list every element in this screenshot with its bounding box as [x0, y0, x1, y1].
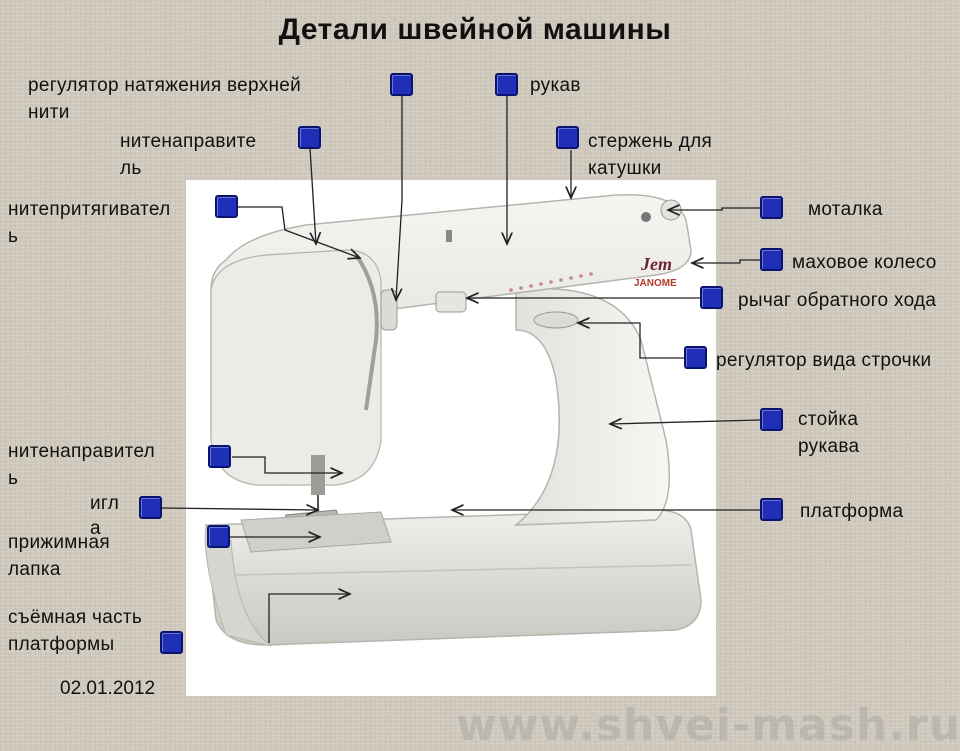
- leader-handwheel: [692, 260, 760, 263]
- head-panel-shape: [210, 249, 382, 486]
- leader-stitch-selector: [578, 323, 684, 359]
- leader-free-arm: [268, 594, 350, 643]
- label-stitch-selector: регулятор вида строчки: [716, 350, 932, 371]
- label-free-arm: съёмная часть платформы: [8, 607, 143, 655]
- stitch-scale: [509, 272, 593, 292]
- leader-column: [610, 420, 761, 424]
- label-reverse: рычаг обратного хода: [738, 290, 937, 311]
- label-tension: регулятор натяжения верхней нити: [28, 75, 302, 123]
- marker-spool-pin: [556, 126, 579, 149]
- label-handwheel: маховое колесо: [792, 252, 937, 273]
- label-column: стойка рукава: [798, 409, 860, 457]
- marker-free-arm: [160, 631, 183, 654]
- leader-guide-bottom: [232, 456, 342, 473]
- label-needle: игл а: [90, 493, 120, 539]
- sewing-machine-illustration: Jem JANOME: [204, 193, 702, 647]
- label-winder: моталка: [808, 199, 883, 220]
- marker-handwheel: [760, 248, 783, 271]
- label-sleeve: рукав: [530, 75, 581, 96]
- brand-janome: JANOME: [634, 278, 677, 289]
- marker-stitch-selector: [684, 346, 707, 369]
- label-guide-bottom: нитенаправител ь: [8, 441, 156, 489]
- marker-bed: [760, 498, 783, 521]
- marker-take-up: [215, 195, 238, 218]
- label-spool-pin: стержень для катушки: [588, 131, 713, 179]
- marker-needle: [139, 496, 162, 519]
- marker-tension: [390, 73, 413, 96]
- free-arm-seam: [235, 564, 692, 576]
- label-guide-top: нитенаправите ль: [120, 131, 257, 179]
- marker-winder: [760, 196, 783, 219]
- marker-presser-foot: [207, 525, 230, 548]
- label-take-up: нитепритягивател ь: [8, 199, 171, 247]
- brand-jem: Jem: [640, 254, 672, 274]
- leader-lines: [161, 95, 761, 643]
- marker-guide-bottom: [208, 445, 231, 468]
- date-footer: 02.01.2012: [60, 678, 156, 699]
- marker-sleeve: [495, 73, 518, 96]
- spool-pin-shape: [446, 230, 452, 242]
- winder-post-shape: [641, 212, 651, 222]
- label-bed: платформа: [800, 501, 904, 522]
- leader-needle: [161, 508, 318, 510]
- leader-tension: [396, 95, 403, 300]
- thread-path-shape: [354, 253, 379, 411]
- marker-column: [760, 408, 783, 431]
- leader-winder: [668, 208, 760, 210]
- marker-guide-top: [298, 126, 321, 149]
- leader-guide-top: [310, 147, 316, 244]
- marker-reverse: [700, 286, 723, 309]
- label-presser-foot: прижимная лапка: [8, 532, 110, 580]
- page-title: Детали швейной машины: [278, 13, 672, 46]
- needle-bar-shape: [311, 455, 325, 495]
- column-shape: [513, 287, 671, 526]
- leader-take-up: [238, 206, 360, 258]
- free-arm-shape: [204, 524, 272, 647]
